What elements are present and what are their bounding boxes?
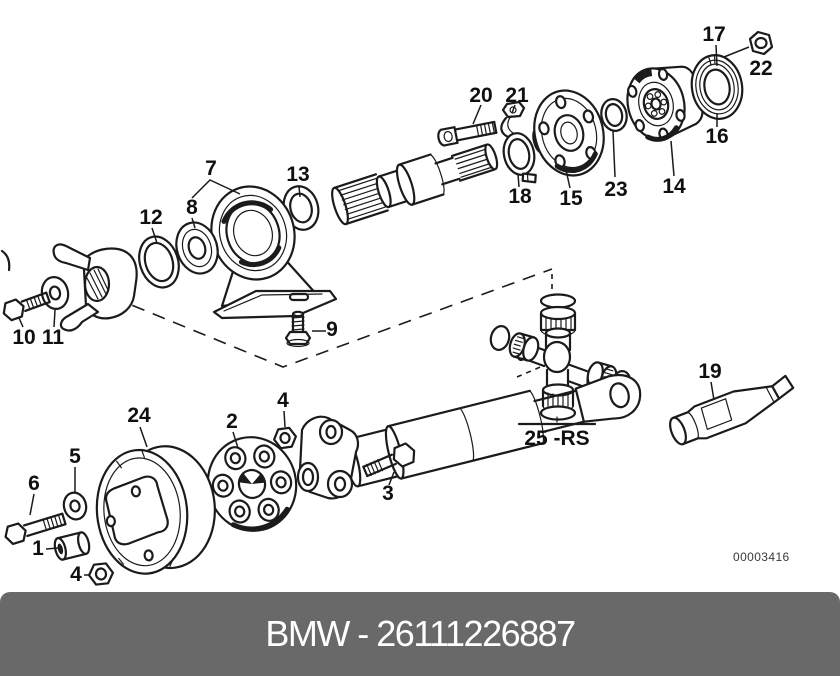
bolt-9-drawing bbox=[284, 310, 312, 348]
flange-15-drawing bbox=[532, 89, 605, 177]
ring-16-drawing bbox=[690, 54, 744, 120]
edge-fragment bbox=[0, 249, 11, 272]
center-mount-drawing bbox=[210, 185, 338, 320]
ring-12-drawing bbox=[138, 235, 180, 289]
spline-hatch bbox=[86, 268, 109, 300]
nut-4-upper-drawing bbox=[273, 426, 297, 450]
spacer-1-drawing bbox=[53, 531, 91, 561]
sealant-tube-drawing bbox=[669, 374, 795, 446]
callout-17[interactable]: 17 bbox=[702, 23, 725, 46]
callout-20[interactable]: 20 bbox=[469, 84, 492, 107]
driveshaft-drawing bbox=[296, 374, 642, 500]
callout-13[interactable]: 13 bbox=[286, 163, 309, 186]
nut-22-drawing bbox=[748, 30, 774, 56]
callout-1[interactable]: 1 bbox=[32, 537, 44, 560]
hub-14-drawing bbox=[626, 65, 704, 142]
callout-3[interactable]: 3 bbox=[382, 482, 394, 505]
callout-4-upper[interactable]: 4 bbox=[277, 389, 289, 412]
bolt-6-drawing bbox=[4, 512, 67, 546]
callout-16[interactable]: 16 bbox=[705, 125, 728, 148]
callout-19[interactable]: 19 bbox=[698, 360, 721, 383]
upper-shaft-drawing bbox=[331, 143, 499, 226]
damper-24-drawing bbox=[95, 445, 216, 575]
nut-4-lower-drawing bbox=[87, 562, 115, 586]
callout-21[interactable]: 21 bbox=[505, 84, 529, 107]
callout-10[interactable]: 10 bbox=[12, 326, 35, 349]
callout-23[interactable]: 23 bbox=[604, 178, 627, 201]
bolt-3-drawing bbox=[362, 442, 416, 478]
callout-12[interactable]: 12 bbox=[139, 206, 162, 229]
callout-4-lower[interactable]: 4 bbox=[70, 563, 82, 586]
sliding-yoke-drawing bbox=[52, 243, 138, 332]
spline-hatch bbox=[454, 148, 494, 178]
seal-23-drawing bbox=[600, 98, 628, 132]
part-number-label: BMW - 26111226887 bbox=[265, 613, 576, 654]
callout-5[interactable]: 5 bbox=[69, 445, 81, 468]
callout-8[interactable]: 8 bbox=[186, 196, 198, 219]
clamp-18-drawing bbox=[502, 132, 537, 184]
callout-11[interactable]: 11 bbox=[42, 326, 65, 349]
bearing-8-drawing bbox=[175, 221, 219, 275]
washer-5-drawing bbox=[62, 491, 88, 521]
exploded-diagram: 1 2 3 4 4 5 6 7 8 9 10 11 12 13 14 15 16… bbox=[0, 23, 795, 586]
callout-22[interactable]: 22 bbox=[749, 57, 772, 80]
callout-18[interactable]: 18 bbox=[508, 185, 532, 208]
callout-2[interactable]: 2 bbox=[226, 410, 238, 433]
callout-9[interactable]: 9 bbox=[326, 318, 338, 341]
callout-6[interactable]: 6 bbox=[28, 472, 40, 495]
joint-position-dashed-line bbox=[111, 268, 553, 378]
leader-lines bbox=[18, 44, 750, 576]
callout-25rs[interactable]: 25 -RS bbox=[524, 427, 589, 450]
callout-14[interactable]: 14 bbox=[662, 175, 686, 198]
callout-24[interactable]: 24 bbox=[127, 404, 151, 427]
drawing-number: 00003416 bbox=[733, 550, 790, 564]
callout-labels: 1 2 3 4 4 5 6 7 8 9 10 11 12 13 14 15 16… bbox=[12, 23, 772, 586]
bolt-10-drawing bbox=[2, 291, 51, 322]
callout-7[interactable]: 7 bbox=[205, 157, 217, 180]
part-number-bar: BMW - 26111226887 bbox=[0, 592, 840, 676]
flex-disc-drawing bbox=[206, 436, 298, 532]
spline-hatch bbox=[338, 177, 387, 220]
callout-15[interactable]: 15 bbox=[559, 187, 583, 210]
bolt-20-drawing bbox=[437, 120, 498, 147]
